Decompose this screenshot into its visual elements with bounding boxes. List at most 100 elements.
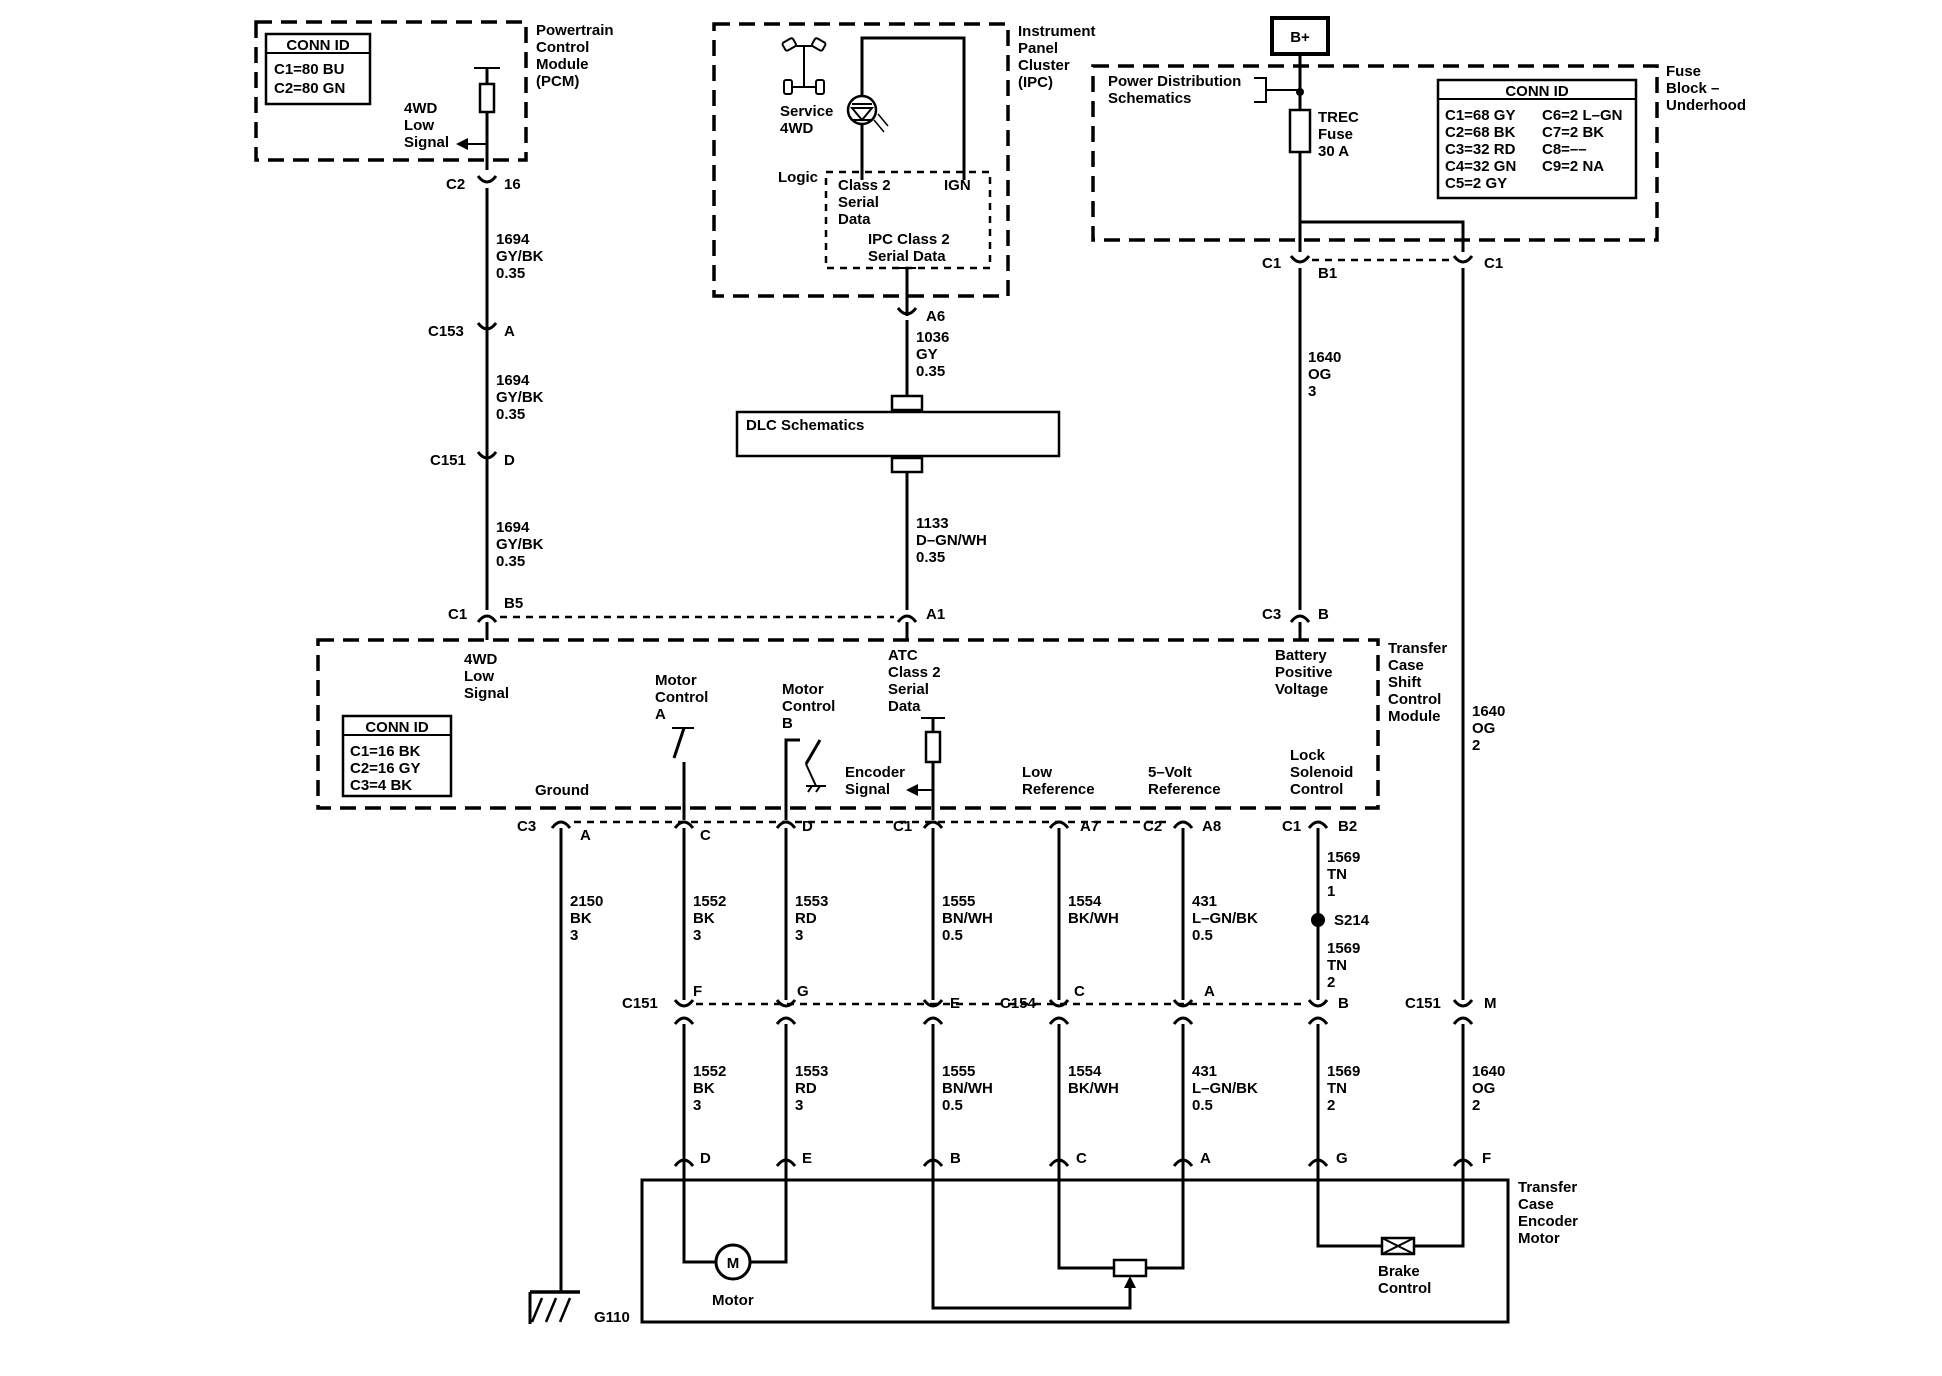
svg-text:1554: 1554: [1068, 893, 1102, 910]
svg-text:1553: 1553: [795, 893, 828, 910]
four-wheel-drive-icon: [781, 37, 827, 95]
encoder-motor-connectors: [673, 1158, 1474, 1167]
svg-text:TREC: TREC: [1318, 109, 1359, 126]
wire-label-1569-b: 1569 TN 2: [1327, 940, 1360, 991]
indicator-lamp-icon: [846, 94, 889, 133]
svg-text:GY: GY: [916, 346, 938, 363]
svg-text:Control: Control: [1378, 1280, 1431, 1297]
svg-text:C2=80 GN: C2=80 GN: [274, 80, 345, 97]
svg-text:B5: B5: [504, 595, 523, 612]
wiper-arrow-icon: [1124, 1276, 1136, 1288]
svg-text:3: 3: [693, 1097, 701, 1114]
svg-text:A: A: [1204, 983, 1215, 1000]
svg-text:TN: TN: [1327, 866, 1347, 883]
svg-text:OG: OG: [1472, 1080, 1495, 1097]
wire-label-1640-a: 1640 OG 3: [1308, 349, 1341, 400]
battery-positive-label: B+: [1290, 29, 1310, 46]
svg-text:1552: 1552: [693, 893, 726, 910]
svg-text:C8=––: C8=––: [1542, 141, 1587, 158]
svg-text:Control: Control: [1290, 781, 1343, 798]
svg-text:1569: 1569: [1327, 1063, 1360, 1080]
svg-text:BK/WH: BK/WH: [1068, 1080, 1119, 1097]
svg-text:Cluster: Cluster: [1018, 57, 1070, 74]
svg-text:Fuse: Fuse: [1318, 126, 1353, 143]
svg-text:RD: RD: [795, 910, 817, 927]
wire-label-1036: 1036 GY 0.35: [916, 329, 949, 380]
ipc-logic-label: Logic: [778, 169, 818, 186]
motor-a-switch-icon: [672, 727, 694, 820]
svg-text:2: 2: [1472, 1097, 1480, 1114]
svg-text:0.35: 0.35: [496, 553, 525, 570]
svg-text:F: F: [693, 983, 702, 1000]
svg-text:Transfer: Transfer: [1518, 1179, 1577, 1196]
svg-text:1694: 1694: [496, 372, 530, 389]
wire-label-1554-b: 1554 BK/WH: [1068, 1063, 1119, 1097]
connector-tccm-c1-b5: [476, 614, 498, 623]
svg-text:Control: Control: [655, 689, 708, 706]
svg-text:Case: Case: [1388, 657, 1424, 674]
svg-text:Class 2: Class 2: [888, 664, 941, 681]
svg-text:C3: C3: [1262, 606, 1281, 623]
svg-text:OG: OG: [1308, 366, 1331, 383]
ground-icon: [528, 1290, 580, 1324]
encoder-signal-arrow-icon: [906, 784, 918, 796]
dlc-top-plug: [890, 394, 924, 412]
connector-c153: [476, 322, 498, 331]
svg-text:OG: OG: [1472, 720, 1495, 737]
svg-text:1554: 1554: [1068, 1063, 1102, 1080]
svg-text:Data: Data: [888, 698, 921, 715]
svg-text:Underhood: Underhood: [1666, 97, 1746, 114]
wire-label-2150: 2150 BK 3: [570, 893, 603, 944]
svg-text:F: F: [1482, 1150, 1491, 1167]
svg-text:Encoder: Encoder: [1518, 1213, 1578, 1230]
wire-label-1133: 1133 D–GN/WH 0.35: [916, 515, 987, 566]
svg-text:E: E: [950, 995, 960, 1012]
brake-control-label: Brake Control: [1378, 1263, 1431, 1297]
svg-text:Reference: Reference: [1022, 781, 1095, 798]
encoder-potentiometer: [1112, 1258, 1148, 1278]
svg-text:1: 1: [1327, 883, 1335, 900]
svg-text:Serial: Serial: [838, 194, 879, 211]
svg-text:C154: C154: [1000, 995, 1037, 1012]
svg-text:A: A: [655, 706, 666, 723]
wire-label-1553-b: 1553 RD 3: [795, 1063, 828, 1114]
svg-text:C1: C1: [1484, 255, 1503, 272]
svg-text:5–Volt: 5–Volt: [1148, 764, 1192, 781]
svg-text:C1=68 GY: C1=68 GY: [1445, 107, 1515, 124]
motor-icon: [714, 1243, 752, 1281]
svg-text:C1: C1: [893, 818, 912, 835]
svg-text:0.35: 0.35: [916, 363, 945, 380]
brake-solenoid-icon: [1380, 1236, 1416, 1256]
svg-text:M: M: [1484, 995, 1497, 1012]
svg-text:C1=16 BK: C1=16 BK: [350, 743, 421, 760]
svg-text:C7=2 BK: C7=2 BK: [1542, 124, 1604, 141]
svg-text:4WD: 4WD: [404, 100, 438, 117]
wire-label-1552-b: 1552 BK 3: [693, 1063, 726, 1114]
svg-text:Low: Low: [404, 117, 434, 134]
svg-text:Voltage: Voltage: [1275, 681, 1328, 698]
dlc-schematics-label: DLC Schematics: [746, 417, 864, 434]
svg-text:Class 2: Class 2: [838, 177, 891, 194]
svg-text:0.5: 0.5: [1192, 927, 1213, 944]
svg-text:BN/WH: BN/WH: [942, 1080, 993, 1097]
svg-text:D: D: [504, 452, 515, 469]
svg-text:E: E: [802, 1150, 812, 1167]
svg-text:Solenoid: Solenoid: [1290, 764, 1353, 781]
ipc-ign-label: IGN: [944, 177, 971, 194]
wire-label-1694-b: 1694 GY/BK 0.35: [496, 372, 544, 423]
svg-text:C2=68 BK: C2=68 BK: [1445, 124, 1516, 141]
svg-text:1555: 1555: [942, 1063, 975, 1080]
svg-text:BK/WH: BK/WH: [1068, 910, 1119, 927]
tccm-bottom-connectors: [550, 820, 1329, 829]
tccm-5v-ref-label: 5–Volt Reference: [1148, 764, 1221, 798]
tccm-module-label: Transfer Case Shift Control Module: [1388, 640, 1447, 725]
svg-text:Signal: Signal: [464, 685, 509, 702]
dlc-bottom-plug: [890, 456, 924, 474]
tccm-ground-label: Ground: [535, 782, 589, 799]
svg-text:Signal: Signal: [845, 781, 890, 798]
svg-text:0.35: 0.35: [496, 265, 525, 282]
ipc-class2-label: Class 2 Serial Data: [838, 177, 891, 228]
svg-text:C: C: [1076, 1150, 1087, 1167]
svg-text:30 A: 30 A: [1318, 143, 1349, 160]
svg-text:D: D: [700, 1150, 711, 1167]
